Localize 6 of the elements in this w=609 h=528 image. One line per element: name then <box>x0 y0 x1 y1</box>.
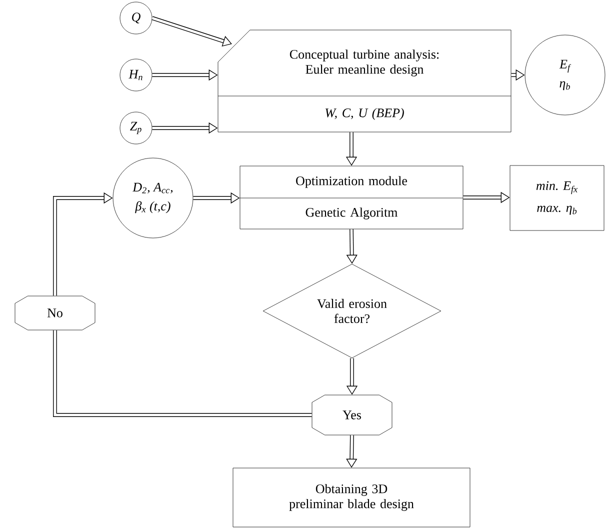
process-box: Optimization module Genetic Algoritm <box>240 166 464 230</box>
process-box: Obtaining 3D preliminar blade design <box>232 468 470 528</box>
decision-hexagon: No <box>14 296 96 330</box>
output-box: min. E$_{fx}$ max. η$_{b}$ <box>510 165 604 231</box>
decision-hexagon: Yes <box>312 394 392 436</box>
process-box: Conceptual turbine analysis: Euler meanline design W, C, U (BEP) <box>218 30 512 132</box>
